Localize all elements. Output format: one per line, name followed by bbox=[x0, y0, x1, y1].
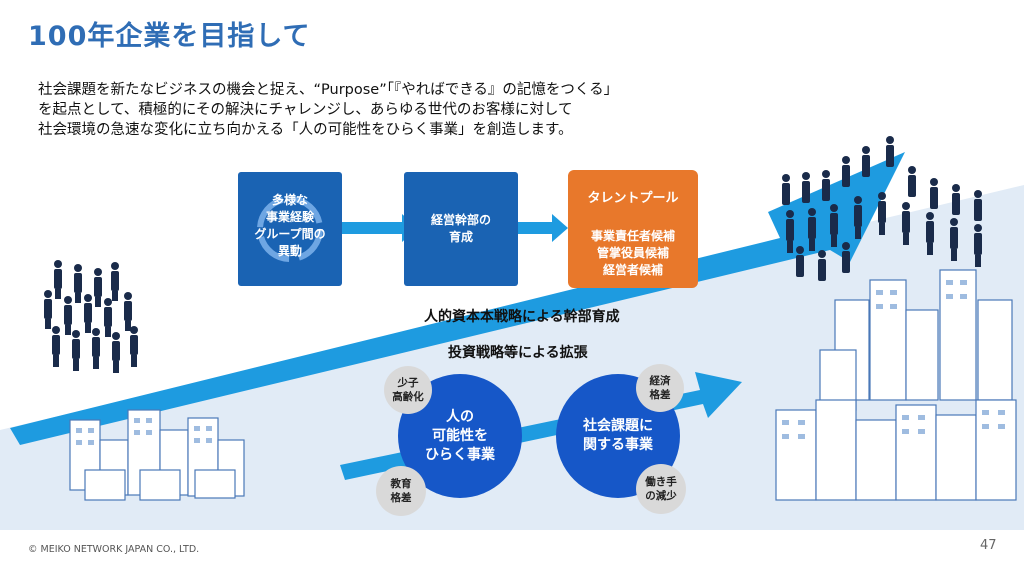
growth-band bbox=[0, 185, 1024, 530]
talent-pool-item: 経営者候補 bbox=[602, 263, 663, 277]
small-circle-line: 経済 bbox=[649, 375, 671, 387]
box1-line: 事業経験 bbox=[265, 210, 314, 224]
buildings-left-windows bbox=[76, 418, 212, 445]
box-talent-pool: タレントプール 事業責任者候補 管掌役員候補 経営者候補 bbox=[568, 170, 698, 288]
page-title: 100年企業を目指して bbox=[28, 21, 311, 52]
talent-pool-item: 管掌役員候補 bbox=[596, 246, 669, 260]
small-circle-line: 格差 bbox=[649, 389, 671, 401]
small-circle-line: の減少 bbox=[645, 490, 677, 502]
circle-people-line: ひらく事業 bbox=[425, 446, 495, 463]
circle-education-gap: 教育 格差 bbox=[376, 466, 426, 516]
circle-social-line: 社会課題に bbox=[583, 418, 653, 434]
small-circle-line: 少子 bbox=[397, 377, 419, 389]
small-circle-line: 高齢化 bbox=[392, 391, 424, 403]
circle-people-line: 人の bbox=[446, 408, 474, 425]
box2-line: 育成 bbox=[448, 230, 473, 244]
talent-pool-title: タレントプール bbox=[587, 191, 679, 206]
small-circle-line: 格差 bbox=[390, 492, 412, 504]
page-number: 47 bbox=[980, 538, 997, 553]
intro-line-2: を起点として、積極的にその解決にチャレンジし、あらゆる世代のお客様に対して bbox=[38, 102, 573, 118]
intro-line-3: 社会環境の急速な変化に立ち向かえる「人の可能性をひらく事業」を創造します。 bbox=[38, 122, 573, 138]
small-circle-line: 教育 bbox=[390, 478, 412, 490]
hr-strategy-label: 人的資本本戦略による幹部育成 bbox=[424, 309, 620, 325]
people-group-right-icon bbox=[782, 136, 982, 281]
box1-line: グループ間の bbox=[254, 227, 326, 241]
cycle-arrows-icon bbox=[257, 196, 323, 262]
small-circle-line: 働き手 bbox=[645, 476, 677, 488]
buildings-left-icon bbox=[69, 409, 245, 501]
growth-arrow bbox=[10, 152, 905, 445]
circle-social-line: 関する事業 bbox=[583, 437, 653, 453]
people-group-left-icon bbox=[44, 260, 138, 373]
connector-arrow-2 bbox=[518, 214, 568, 242]
circle-aging-society: 少子 高齢化 bbox=[384, 366, 432, 414]
box1-line: 異動 bbox=[277, 244, 302, 258]
circle-people-line: 可能性を bbox=[432, 427, 488, 444]
intro-line-1: 社会課題を新たなビジネスの機会と捉え、“Purpose”「『やればできる』の記憶… bbox=[38, 82, 619, 98]
intro-text: 社会課題を新たなビジネスの機会と捉え、“Purpose”「『やればできる』の記憶… bbox=[38, 80, 798, 140]
connector-arrow-1 bbox=[340, 214, 418, 242]
buildings-right-windows bbox=[782, 280, 1005, 439]
box-diverse-experience: 多様な 事業経験 グループ間の 異動 bbox=[238, 172, 342, 286]
copyright-footer: © MEIKO NETWORK JAPAN CO., LTD. bbox=[28, 544, 200, 555]
talent-pool-item: 事業責任者候補 bbox=[590, 229, 675, 243]
investment-strategy-label: 投資戦略等による拡張 bbox=[448, 345, 588, 361]
circle-workforce-decline: 働き手 の減少 bbox=[636, 464, 686, 514]
box1-line: 多様な bbox=[271, 193, 308, 207]
box-executive-development: 経営幹部の 育成 bbox=[404, 172, 518, 286]
circle-economic-gap: 経済 格差 bbox=[636, 364, 684, 412]
box2-line: 経営幹部の bbox=[430, 213, 491, 227]
